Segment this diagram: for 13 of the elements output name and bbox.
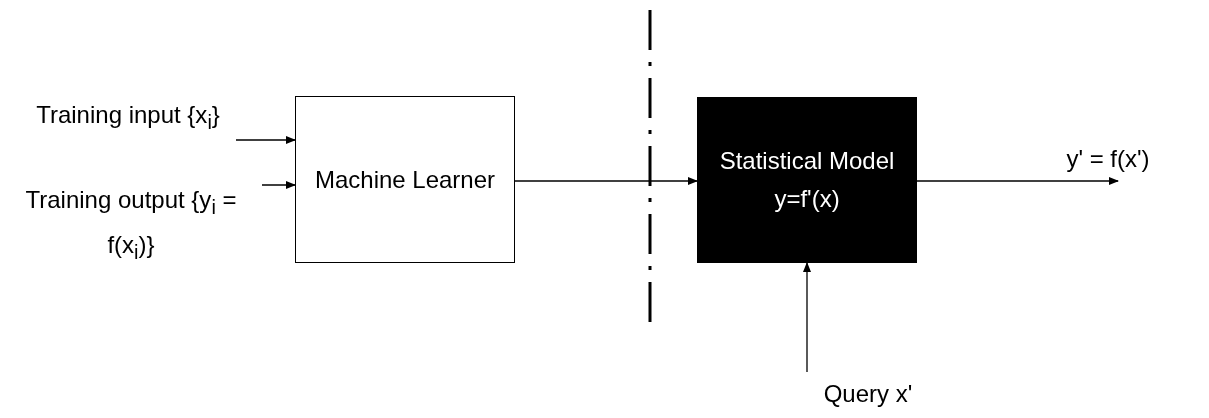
box-label: Machine Learner [314, 164, 496, 195]
arrow [916, 177, 1119, 185]
box-label: Statistical Model y=f'(x) [718, 146, 896, 214]
query-label: Query x' [798, 372, 938, 416]
process-box [295, 96, 515, 263]
model-box [697, 97, 917, 263]
output-label: Training output {y$_{i}$ = f(x$_{i}$)} [0, 176, 262, 276]
input-label: Training input {x$_{i}$} [20, 78, 236, 158]
arrow [514, 177, 698, 185]
result-label: y' = f(x') [1020, 136, 1196, 182]
arrow [803, 262, 811, 373]
arrow [235, 136, 296, 144]
arrow [261, 181, 296, 189]
